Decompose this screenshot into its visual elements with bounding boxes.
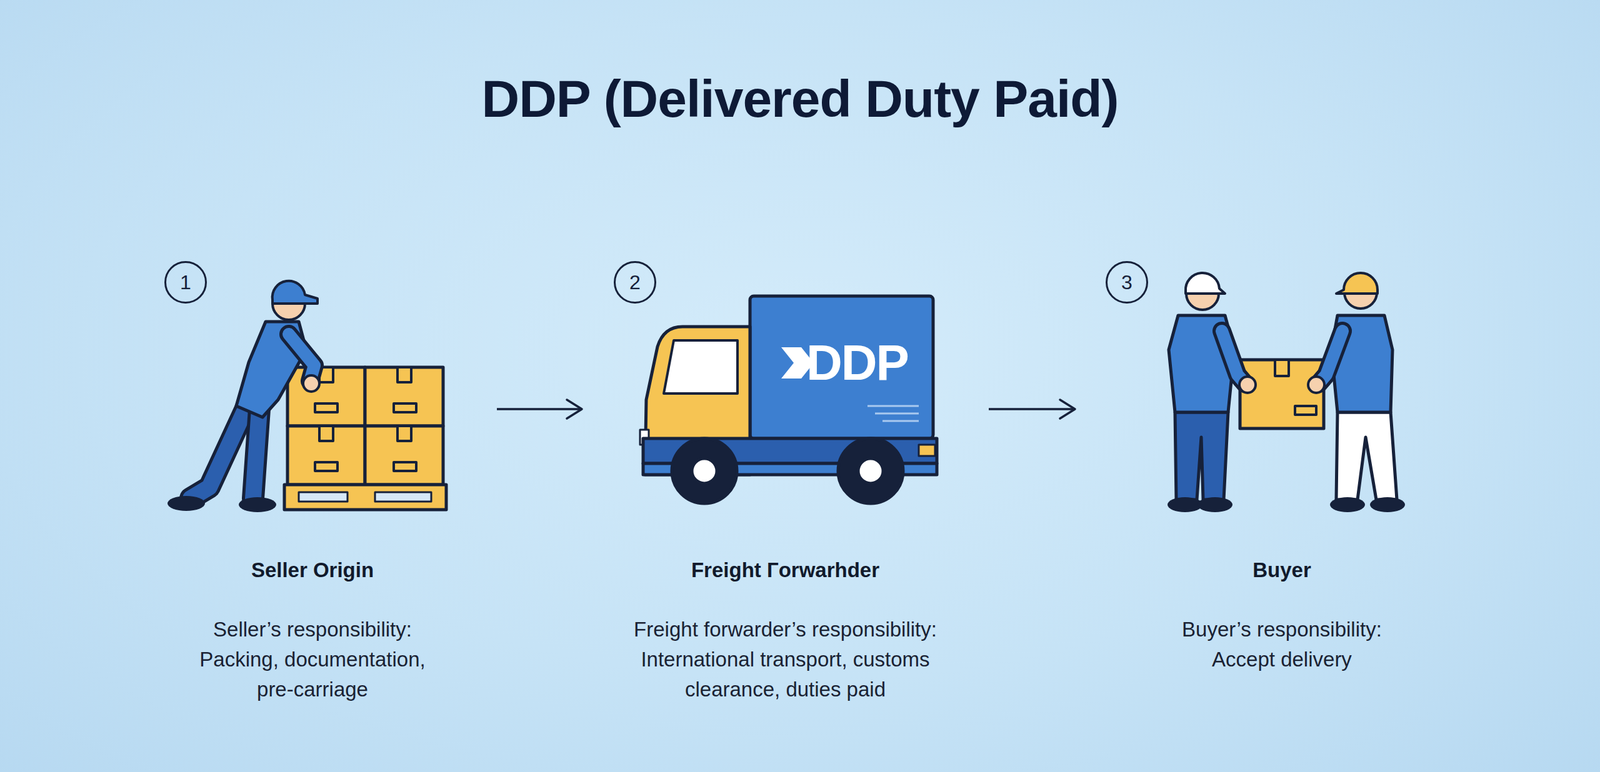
handover-scene-part bbox=[1370, 497, 1405, 513]
seller-pallet-part bbox=[319, 426, 334, 442]
handover-scene-part bbox=[1197, 497, 1233, 513]
delivery-truck-part bbox=[663, 340, 738, 394]
responsibility-text: Buyer’s responsibility: Accept delivery bbox=[1163, 615, 1401, 675]
stage-column: Freight ГorwarhderFreight forwarder’s re… bbox=[581, 268, 989, 719]
seller-pallet-part bbox=[284, 485, 447, 510]
seller-pallet-part bbox=[287, 367, 365, 427]
truck-logo-text: DDP bbox=[806, 335, 909, 392]
delivery-truck-part bbox=[691, 458, 717, 484]
seller-worker-part bbox=[272, 281, 318, 304]
stage-column: BuyerBuyer’s responsibility: Accept deli… bbox=[1075, 268, 1489, 719]
handover-scene-part bbox=[1221, 331, 1245, 384]
seller-worker-part bbox=[303, 375, 320, 392]
handover-scene-part bbox=[1275, 360, 1289, 377]
delivery-truck-part bbox=[918, 445, 935, 457]
seller-worker-part bbox=[253, 409, 260, 499]
flow-arrow bbox=[496, 400, 582, 419]
handover-scene-part bbox=[1318, 331, 1343, 384]
seller-worker-part bbox=[288, 334, 315, 382]
handover-scene-part bbox=[1185, 273, 1225, 294]
callout-number: 3 bbox=[1105, 261, 1149, 304]
seller-pallet-part bbox=[365, 367, 444, 427]
seller-worker-part bbox=[190, 406, 247, 499]
seller-pallet-part bbox=[365, 426, 444, 485]
seller-pallet-part bbox=[393, 403, 417, 413]
callout-number: 2 bbox=[613, 261, 657, 304]
delivery-truck-part bbox=[858, 458, 884, 484]
arrow-line bbox=[496, 408, 582, 411]
arrow-head bbox=[566, 400, 582, 419]
seller-worker-part bbox=[190, 406, 247, 499]
seller-pallet-part bbox=[298, 492, 348, 502]
seller-pallet-part bbox=[397, 367, 412, 383]
seller-pallet-part bbox=[397, 426, 412, 442]
delivery-truck-part bbox=[867, 405, 919, 408]
handover-scene-part bbox=[1308, 376, 1325, 394]
seller-worker-part bbox=[167, 496, 205, 512]
seller-worker-part bbox=[238, 497, 277, 513]
handover-scene-part bbox=[1167, 497, 1203, 513]
handover-scene-part bbox=[1318, 331, 1343, 384]
seller-pallet-part bbox=[287, 426, 365, 485]
handover-scene-part bbox=[1239, 376, 1256, 394]
responsibility-text: Freight forwarder’s responsibility: Inte… bbox=[629, 615, 942, 705]
delivery-truck-part bbox=[882, 420, 919, 423]
arrow-line bbox=[988, 408, 1075, 411]
seller-worker bbox=[167, 281, 320, 513]
stage-heading: Seller Origin bbox=[128, 558, 497, 584]
seller-pallet-part bbox=[315, 462, 338, 472]
seller-worker-part bbox=[288, 334, 315, 382]
seller-worker-part bbox=[253, 409, 260, 499]
callout-number: 1 bbox=[164, 261, 207, 304]
seller-pallet-part bbox=[375, 492, 432, 502]
handover-scene-part bbox=[1240, 360, 1324, 429]
stage-heading: Freight Гorwarhder bbox=[581, 558, 989, 584]
handover-scene bbox=[1167, 273, 1405, 513]
flow-arrow bbox=[988, 400, 1075, 419]
delivery-truck-part bbox=[875, 413, 919, 415]
arrow-head bbox=[1060, 400, 1075, 419]
stage-column: Seller OriginSeller’s responsibility: Pa… bbox=[128, 268, 497, 719]
handover-scene-part bbox=[1336, 273, 1378, 294]
responsibility-text: Seller’s responsibility: Packing, docume… bbox=[181, 615, 444, 705]
handover-scene-part bbox=[1221, 331, 1245, 384]
handover-scene-part bbox=[1295, 406, 1317, 415]
handover-scene-part bbox=[1336, 412, 1397, 500]
handover-scene-part bbox=[1175, 412, 1229, 500]
delivery-truck-part bbox=[671, 438, 737, 504]
seller-pallet-part bbox=[315, 403, 338, 413]
seller-pallet bbox=[284, 367, 447, 510]
delivery-truck-part bbox=[750, 296, 934, 439]
diagram-title: DDP (Delivered Duty Paid) bbox=[0, 62, 1600, 135]
delivery-truck-part bbox=[838, 438, 904, 504]
handover-scene-part bbox=[1330, 497, 1365, 513]
delivery-truck bbox=[640, 296, 937, 504]
seller-pallet-part bbox=[393, 462, 417, 472]
stage-heading: Buyer bbox=[1075, 558, 1489, 584]
